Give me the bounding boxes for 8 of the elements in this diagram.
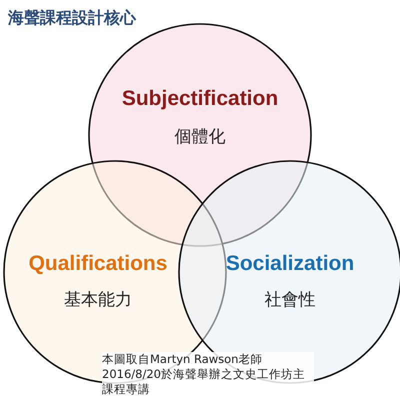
circle-subheading: 個體化 — [174, 126, 226, 148]
diagram-title: 海聲課程設計核心 — [8, 8, 136, 29]
circle-heading: Qualifications — [28, 252, 168, 276]
circle-heading: Subjectification — [122, 87, 278, 111]
source-note: 本圖取自Martyn Rawson老師2016/8/20於海聲舉辦之文史工作坊主課程專講 — [102, 352, 314, 397]
circle-heading: Socialization — [226, 252, 354, 276]
circle-subheading: 社會性 — [264, 289, 316, 311]
circle-subheading: 基本能力 — [64, 289, 132, 311]
